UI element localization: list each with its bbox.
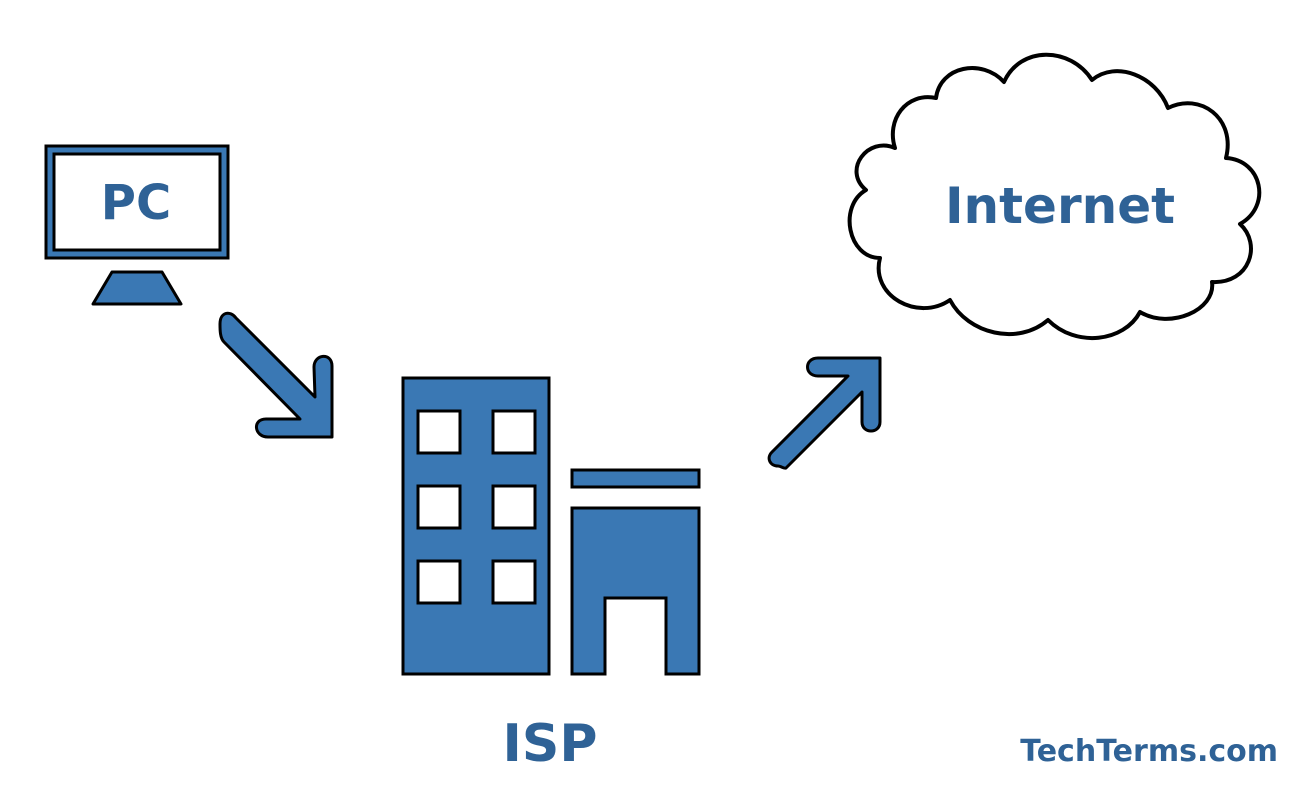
building-awning: [570, 468, 701, 489]
building-window: [416, 484, 462, 530]
isp-label: ISP: [502, 714, 598, 774]
computer-monitor-icon: [44, 144, 230, 306]
building-window: [491, 559, 537, 605]
building-annex: [570, 506, 701, 676]
monitor-stand: [91, 270, 183, 306]
internet-label: Internet: [944, 177, 1176, 235]
cloud-icon: [847, 52, 1262, 341]
arrow-up-right-icon: [767, 356, 882, 470]
arrow-down-right-icon: [218, 311, 334, 439]
watermark-text: TechTerms.com: [1020, 734, 1278, 769]
pc-label: PC: [100, 174, 172, 231]
building-window: [491, 409, 537, 455]
building-window: [416, 409, 462, 455]
building-window: [491, 484, 537, 530]
building-window: [416, 559, 462, 605]
office-building-icon: [401, 376, 701, 676]
monitor-screen: [52, 152, 222, 252]
